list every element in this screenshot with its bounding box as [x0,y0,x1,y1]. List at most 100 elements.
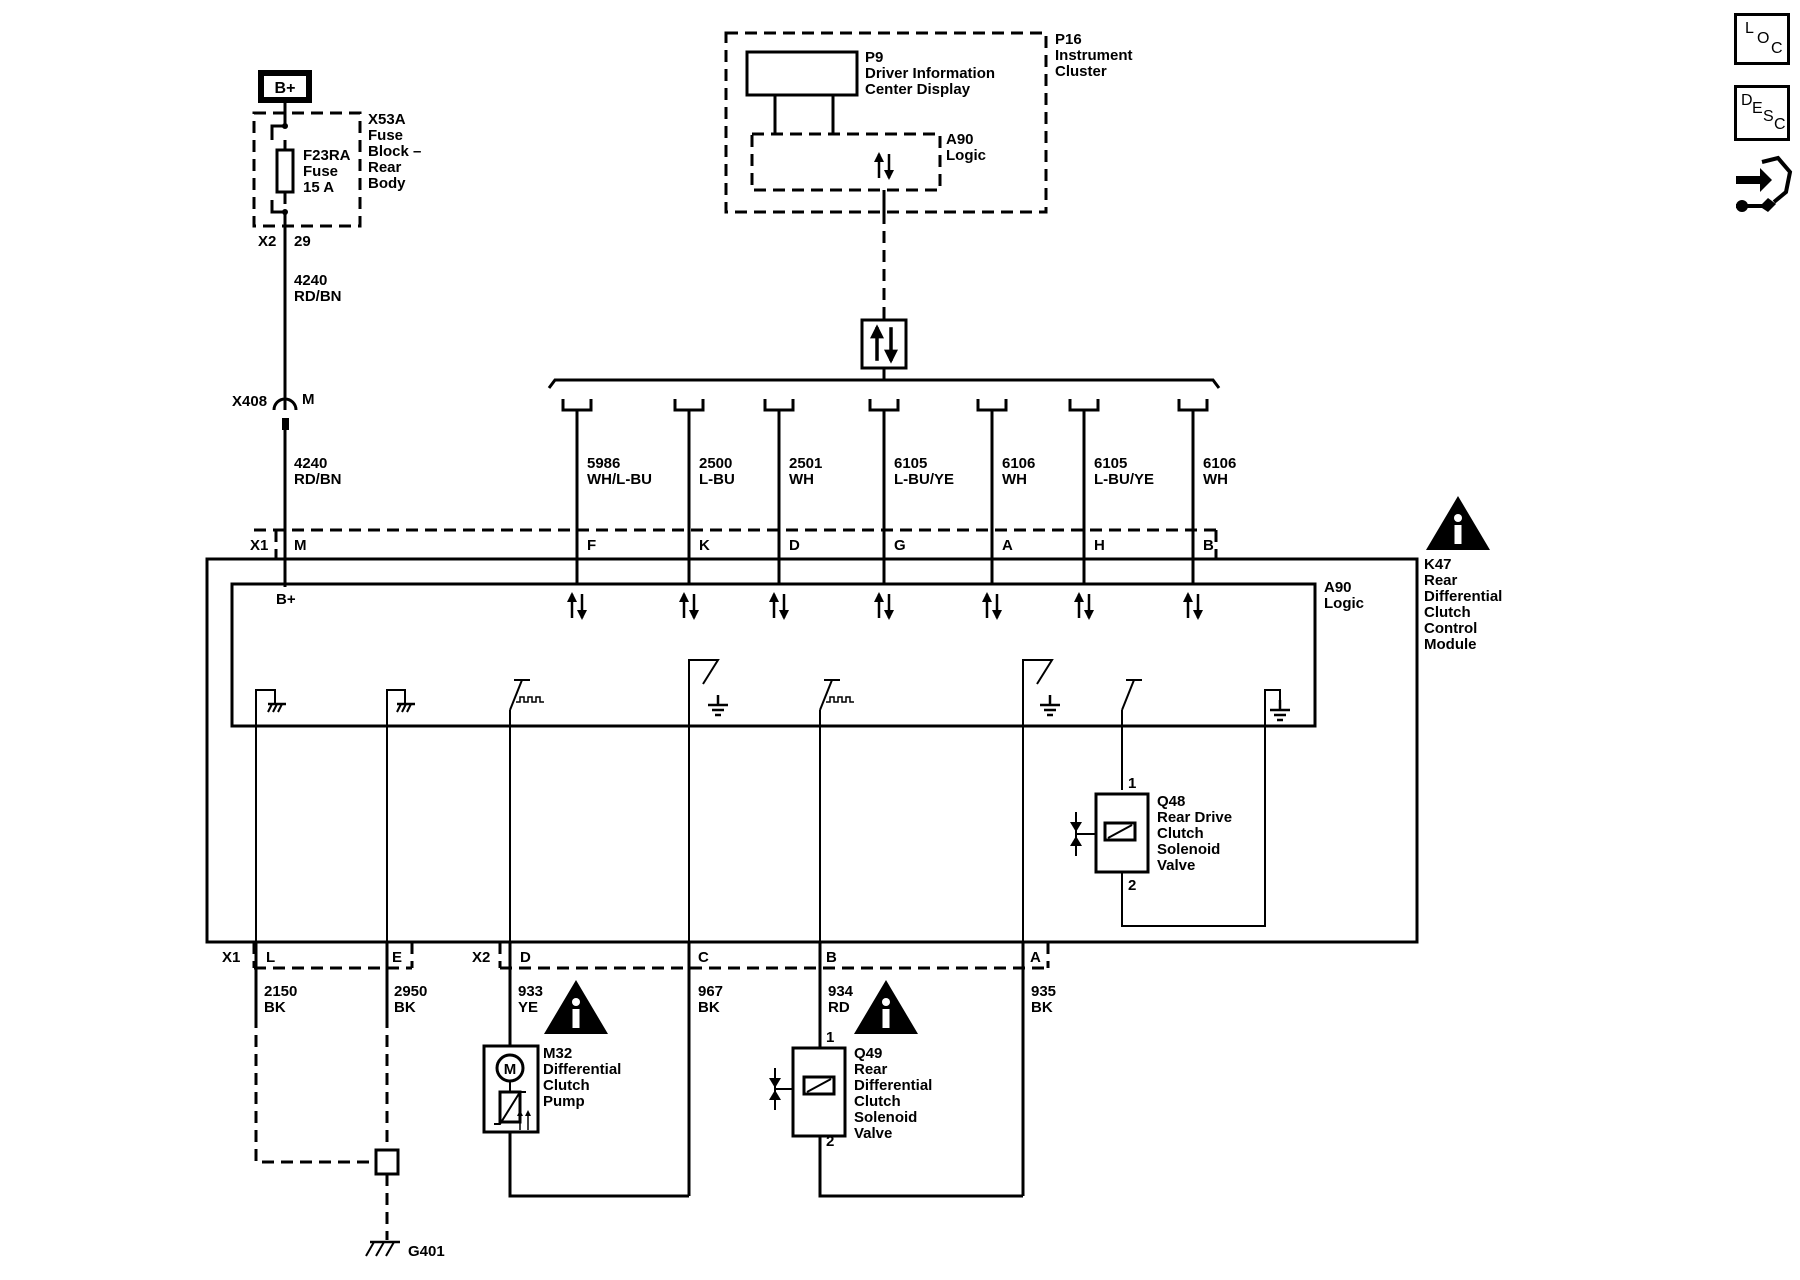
q48-name: Rear Drive Clutch Solenoid Valve [1157,809,1236,874]
data-line-circuit: 2500 [699,455,732,472]
pump-motor-symbol: M [504,1061,517,1078]
data-line-pin: A [1002,537,1013,554]
data-line-pin: F [587,537,596,554]
x2-pin-d: D [520,949,531,966]
data-line-circuit: 6106 [1203,455,1236,472]
pump-info-icon [544,980,608,1034]
serial-data-bus [547,212,1221,389]
q49-solenoid-valve: 1 2 Q49 Rear Differential Clutch Solenoi… [769,980,932,1150]
q49-pin1: 1 [826,1029,834,1046]
data-line-color: WH [1002,471,1027,488]
data-line-circuit: 6105 [1094,455,1127,472]
data-line-color: WH [1203,471,1228,488]
fuse-block-rear-body: X53A Fuse Block – Rear Body F23RA Fuse 1… [252,103,426,250]
data-line-color: L-BU/YE [1094,471,1154,488]
battery-positive-source: B+ [258,70,312,103]
x2-bottom-conn: X2 [472,949,490,966]
data-line-color: L-BU [699,471,735,488]
bidirectional-arrow [1181,590,1205,622]
module-info-icon [1426,496,1490,550]
x1-bottom-conn: X1 [222,949,240,966]
data-line-pin: D [789,537,800,554]
x1-pin-m: M [294,537,307,554]
description-button[interactable]: D E S C [1734,85,1790,141]
x2-pin-c: C [698,949,709,966]
bottom-connectors: X1 L E X2 D C B A [222,942,1050,970]
q48-solenoid-valve: 1 2 Q48 Rear Drive Clutch Solenoid Valve [1070,775,1236,894]
inline-connector-pin: M [302,391,315,408]
data-line-circuit: 2501 [789,455,822,472]
data-line-circuit: 5986 [587,455,620,472]
location-button[interactable]: L O C [1734,13,1790,65]
data-line-pin: H [1094,537,1105,554]
data-line-color: WH/L-BU [587,471,652,488]
bidirectional-arrow [980,590,1004,622]
fuse-block-name: Fuse Block – Rear Body [368,127,426,192]
bidirectional-arrow [565,590,589,622]
cluster-logic-ref: A90 [946,131,974,148]
module-enclosure [205,557,1419,944]
q49-pin2: 2 [826,1133,834,1150]
battery-positive-label: B+ [275,80,296,97]
x2-pin-a: A [1030,949,1041,966]
fuse-pin: 29 [294,233,311,250]
bidirectional-arrow [1072,590,1096,622]
desc-letter-s: S [1763,108,1774,125]
data-line-circuit: 6106 [1002,455,1035,472]
data-lines: 5986WH/L-BUF2500L-BUK2501WHD6105L-BU/YEG… [561,399,1236,622]
data-line-color: L-BU/YE [894,471,954,488]
x2-pin-b: B [826,949,837,966]
q48-pin1: 1 [1128,775,1136,792]
fuse-block-ref: X53A [368,111,406,128]
x1-pin-l: L [266,949,275,966]
data-line-pin: G [894,537,906,554]
data-line-pin: B [1203,537,1214,554]
ground-ref: G401 [408,1243,445,1260]
fuse-connector: X2 [258,233,276,250]
module-bplus-label: B+ [276,591,296,608]
q49-info-icon [854,980,918,1034]
dic-display [745,50,859,97]
q48-ref: Q48 [1157,793,1185,810]
m32-clutch-pump: M M32 Differential Clutch Pump [482,980,626,1134]
wrench-hand-icon[interactable] [1732,154,1794,218]
loc-letter-c: C [1771,40,1783,57]
bidirectional-arrow [872,590,896,622]
x1-pin-e: E [392,949,402,966]
module-ref: K47 [1424,556,1452,573]
cluster-name: Instrument Cluster [1055,47,1137,80]
cluster-ref: P16 [1055,31,1082,48]
pump-name: Differential Clutch Pump [543,1061,626,1110]
q49-ref: Q49 [854,1045,882,1062]
instrument-cluster: P16 Instrument Cluster P9 Driver Informa… [724,31,1137,214]
desc-letter-e: E [1752,100,1763,117]
module-logic-ref: A90 [1324,579,1352,596]
data-line-color: WH [789,471,814,488]
dic-name: Driver Information Center Display [865,65,999,98]
desc-letter-d: D [1741,92,1753,109]
module-name: Rear Differential Clutch Control Module [1424,572,1507,653]
pump-ref: M32 [543,1045,572,1062]
data-line-pin: K [699,537,710,554]
bidirectional-arrow [767,590,791,622]
q48-pin2: 2 [1128,877,1136,894]
fuse-label: F23RA Fuse 15 A [303,147,354,196]
cluster-logic-name: Logic [946,147,986,164]
dic-ref: P9 [865,49,883,66]
ground-g401: G401 [365,1240,445,1260]
loc-letter-o: O [1757,30,1770,47]
